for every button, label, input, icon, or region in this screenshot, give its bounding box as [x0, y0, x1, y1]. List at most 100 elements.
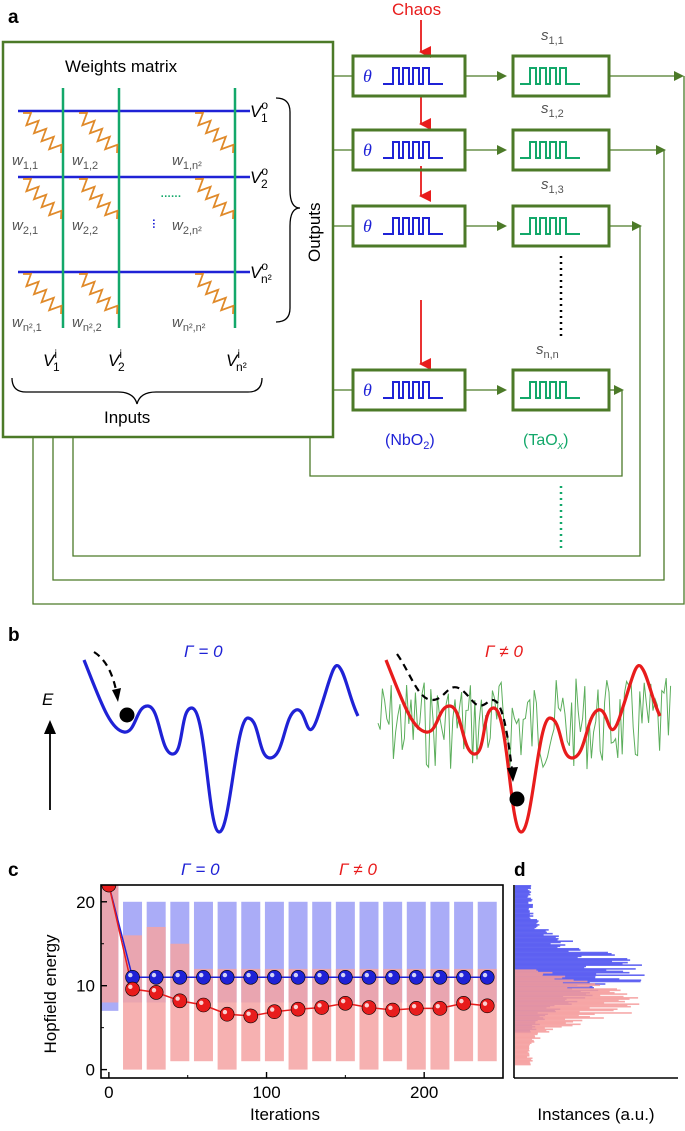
histogram-bar-no-chaos: [515, 907, 529, 910]
histogram-bar-no-chaos: [515, 896, 528, 898]
ball-chaos: [509, 791, 525, 807]
histogram-bar-chaos: [515, 1058, 532, 1061]
y-tick-label: 10: [76, 977, 95, 996]
data-point-no-chaos: [338, 970, 353, 985]
histogram-bar-chaos: [515, 1048, 529, 1051]
histogram-bar-no-chaos: [515, 979, 642, 982]
data-point-no-chaos: [408, 970, 424, 985]
range-bar-chaos: [312, 968, 332, 1062]
data-point-chaos: [125, 981, 140, 997]
neuron-spike-waveform: [383, 217, 443, 235]
histogram-bar-no-chaos: [515, 906, 533, 909]
data-point-highlight: [199, 972, 204, 978]
data-point-chaos: [361, 1000, 377, 1015]
y-tick-label: 0: [86, 1061, 95, 1080]
data-point-chaos: [479, 998, 495, 1014]
histogram-bar-no-chaos: [515, 949, 581, 951]
synapse-waveform: [520, 381, 580, 399]
resistor-3-1: [22, 272, 63, 315]
histogram-bar-no-chaos: [515, 936, 556, 939]
histogram-bar-no-chaos: [515, 971, 630, 974]
data-point-no-chaos: [361, 970, 377, 985]
histogram-bar-chaos: [515, 1034, 535, 1037]
histogram-bar-no-chaos: [515, 961, 628, 964]
histogram-bar-chaos: [515, 1032, 538, 1034]
histogram-bar-chaos: [515, 1059, 533, 1062]
data-point-no-chaos: [385, 970, 400, 985]
histogram-bar-no-chaos: [515, 885, 532, 887]
histogram-bar-chaos: [515, 1018, 566, 1021]
histogram-bar-no-chaos: [515, 897, 531, 900]
histogram-bar-chaos: [515, 1031, 550, 1033]
histogram-bar-no-chaos: [515, 916, 530, 919]
synapse-label-n-n: sn,n: [536, 341, 559, 361]
histogram-bar-no-chaos: [515, 919, 538, 921]
histogram-bar-no-chaos: [515, 959, 631, 961]
feedback-wire-3: [72, 226, 641, 557]
neuron-spike-waveform: [383, 381, 443, 399]
histogram-bar-no-chaos: [515, 973, 597, 975]
weights-matrix-box: [1, 40, 335, 439]
data-point-chaos: [196, 997, 211, 1013]
inputs-label: Inputs: [104, 408, 150, 427]
crossbar-columns: [61, 88, 237, 328]
histogram-bar-no-chaos: [515, 965, 587, 968]
histogram-bar-chaos: [515, 1062, 531, 1065]
histogram-bar-no-chaos: [515, 903, 533, 906]
histogram-bar-chaos: [515, 994, 601, 997]
histogram-bar-chaos: [515, 981, 563, 984]
histogram-bar-chaos: [515, 1053, 530, 1056]
weight-label-1-2: w1,2: [72, 152, 98, 172]
neuron-spike-waveform: [383, 141, 443, 159]
histogram-bar-no-chaos: [515, 954, 615, 956]
weight-labels: w1,1 w1,2 w1,n² w2,1 w2,2 w2,n² wn²,1 wn…: [12, 152, 206, 334]
histogram-bar-chaos: [515, 1000, 625, 1003]
data-point-chaos: [267, 1004, 282, 1020]
trajectory-arrowhead-no-chaos: [112, 688, 121, 702]
data-point-highlight: [175, 972, 180, 978]
data-point-chaos: [314, 1000, 330, 1015]
resistor-1-2: [78, 111, 119, 154]
histogram-bar-chaos: [515, 1061, 530, 1063]
histogram-bar-no-chaos: [515, 920, 539, 922]
synapse-label-1-3: s1,3: [541, 176, 564, 196]
data-point-highlight: [459, 972, 464, 978]
data-point-highlight: [151, 972, 157, 978]
x-tick-label: 0: [104, 1083, 113, 1102]
histogram-bar-no-chaos: [515, 926, 537, 929]
histogram-bar-chaos: [515, 971, 553, 974]
crossbar-rows: [18, 109, 250, 274]
histogram-bar-chaos: [515, 1041, 535, 1043]
histogram-bar-no-chaos: [515, 927, 535, 930]
histogram-bar-no-chaos: [515, 890, 530, 892]
y-tick-label: 20: [76, 893, 95, 912]
data-point-chaos: [172, 993, 188, 1009]
histogram-bar-no-chaos: [515, 964, 642, 966]
data-point-no-chaos: [290, 970, 306, 985]
histogram-bar-no-chaos: [515, 922, 537, 925]
synapse-material-label: (TaOx): [523, 432, 569, 452]
histogram-bar-chaos: [515, 992, 615, 994]
histogram-bar-no-chaos: [515, 956, 578, 959]
histogram-bar-no-chaos: [515, 921, 538, 924]
histogram-bar-no-chaos: [515, 917, 531, 920]
feedback-wire-1: [32, 76, 685, 605]
data-point-highlight: [364, 1003, 369, 1008]
resistor-2-2: [78, 177, 119, 220]
histogram-bar-chaos: [515, 1057, 533, 1060]
histogram-bar-no-chaos: [515, 902, 529, 905]
data-point-chaos: [148, 985, 164, 1000]
histogram-bar-no-chaos: [515, 888, 528, 891]
histogram-bar-chaos: [515, 1012, 632, 1014]
data-point-highlight: [246, 972, 251, 978]
feedback-wires: [32, 76, 685, 605]
resistor-2-1: [22, 177, 63, 220]
histogram-bar-no-chaos: [515, 930, 546, 932]
data-point-highlight: [128, 984, 133, 990]
histogram-bar-chaos: [515, 1023, 581, 1026]
weight-label-n2-2: wn²,2: [72, 314, 102, 334]
histogram-bar-no-chaos: [515, 958, 628, 960]
histogram-bar-chaos: [515, 1039, 534, 1042]
histogram-bar-chaos: [515, 1044, 530, 1047]
